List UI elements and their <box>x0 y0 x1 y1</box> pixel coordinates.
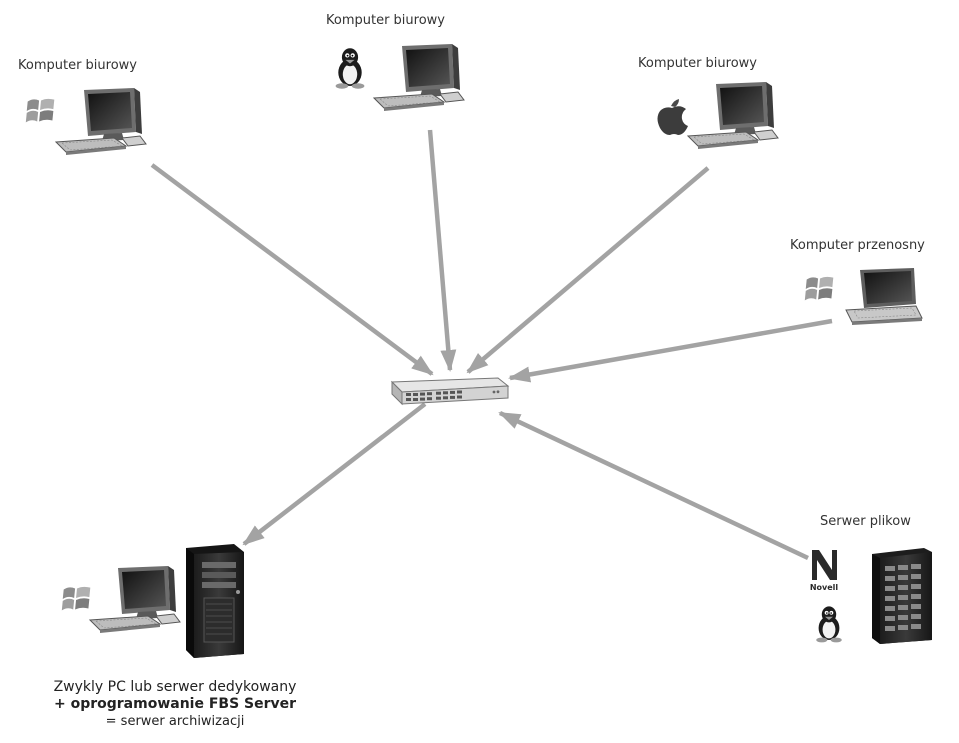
edge-switch-archive <box>242 402 427 546</box>
desktop-computer-icon <box>55 87 147 156</box>
node-archive-server <box>61 544 244 658</box>
network-switch-icon <box>390 377 510 406</box>
desktop-computer-icon <box>687 81 779 150</box>
caption-line-2: + oprogramowanie FBS Server <box>53 696 297 712</box>
windows-logo-icon <box>804 276 834 301</box>
label-laptop: Komputer przenosny <box>790 238 925 253</box>
windows-logo-icon <box>61 586 91 611</box>
apple-logo-icon <box>657 99 688 135</box>
archive-server-caption: Zwykly PC lub serwer dedykowany + oprogr… <box>0 679 350 730</box>
caption-line-1: Zwykly PC lub serwer dedykowany <box>53 679 297 695</box>
linux-penguin-icon <box>816 606 842 643</box>
desktop-computer-icon <box>373 43 465 112</box>
node-office-pc-2 <box>335 43 465 112</box>
node-laptop <box>804 268 923 325</box>
novell-logo-icon: Novell <box>810 550 839 592</box>
label-office-pc-2: Komputer biurowy <box>326 13 445 28</box>
windows-logo-icon <box>25 98 55 123</box>
edge-pc2-switch <box>427 129 457 372</box>
label-file-server: Serwer plikow <box>820 514 911 529</box>
node-office-pc-1 <box>25 87 147 156</box>
connection-arrows <box>150 129 833 561</box>
edge-laptop-switch <box>508 318 833 383</box>
edge-fileserver-switch <box>498 410 809 561</box>
tower-server-icon <box>186 544 244 658</box>
label-office-pc-3: Komputer biurowy <box>638 56 757 71</box>
linux-penguin-icon <box>335 48 365 89</box>
desktop-computer-icon <box>89 565 181 634</box>
node-office-pc-3 <box>657 81 779 150</box>
label-office-pc-1: Komputer biurowy <box>18 58 137 73</box>
node-file-server: Novell <box>810 548 932 644</box>
novell-text: Novell <box>810 583 839 592</box>
edge-pc1-switch <box>150 163 434 376</box>
caption-line-3: = serwer archiwizacji <box>105 714 245 729</box>
laptop-icon <box>845 268 923 325</box>
edge-pc3-switch <box>466 166 710 374</box>
rack-server-icon <box>872 548 932 644</box>
